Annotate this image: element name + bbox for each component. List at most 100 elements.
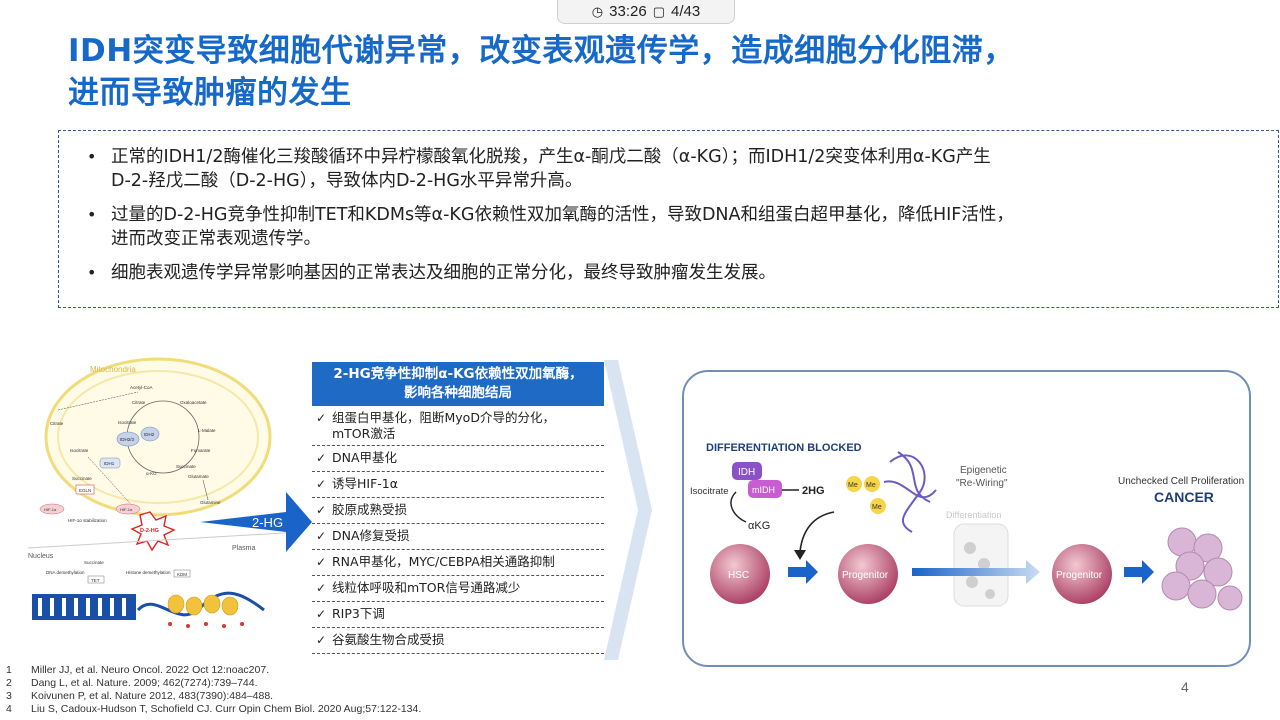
idh23-label: IDH2/3 — [120, 437, 135, 442]
citrate-label: Citrate — [132, 400, 146, 405]
hif-label: HIF-1α — [120, 507, 133, 512]
mitochondria-pathway-diagram: Mitochondria Acetyl-CoA Oxaloacetate L-M… — [28, 357, 300, 628]
check-icon: ✓ — [316, 633, 327, 647]
table-row: ✓线粒体呼吸和mTOR信号通路减少 — [312, 576, 604, 602]
cyto-succinate-label: Succinate — [72, 476, 92, 481]
check-icon: ✓ — [316, 503, 327, 517]
presentation-timer[interactable]: ◷ 33:26 ▢ 4/43 — [557, 0, 735, 24]
hif-blob — [115, 503, 141, 515]
protein-structure — [883, 451, 937, 533]
arrow-label: 2-HG — [252, 515, 283, 530]
nuc-succinate-label: Succinate — [84, 560, 104, 565]
differentiation-cells — [964, 542, 995, 599]
table-row: ✓RIP3下调 — [312, 602, 604, 628]
hif-stabilization-label: HIF-1α stabilization — [68, 518, 107, 523]
row-text: 诱导HIF-1α — [332, 476, 398, 491]
check-icon: ✓ — [316, 529, 327, 543]
outcomes-table: 2-HG竞争性抑制α-KG依赖性双加氧酶， 影响各种细胞结局 ✓组蛋白甲基化，阻… — [312, 362, 604, 654]
kdm-label: KDM — [177, 572, 187, 577]
pathway-arrow — [87, 456, 139, 513]
dna-rungs — [38, 598, 126, 616]
elapsed-time: 33:26 — [609, 3, 647, 20]
nucleus-label: Nucleus — [28, 553, 54, 560]
bullet-box: • 正常的IDH1/2酶催化三羧酸循环中异柠檬酸氧化脱羧，产生α-酮戊二酸（α-… — [58, 130, 1279, 308]
table-row: ✓ 谷氨酸生物合成受损 — [312, 628, 604, 654]
acetylcoa-label: Acetyl-CoA — [130, 385, 153, 390]
check-icon: ✓ — [316, 477, 327, 491]
slide-title-line2: 进而导致肿瘤的发生 — [68, 75, 352, 111]
bullet-item: • 过量的D-2-HG竞争性抑制TET和KDMs等α-KG依赖性双加氧酶的活性，… — [87, 203, 1258, 251]
cyto-citrate-label: Citrate — [50, 421, 64, 426]
epigenetic-label: Epigenetic — [960, 465, 1007, 476]
hif-blob — [39, 503, 65, 515]
egln-label: EGLN — [79, 488, 91, 493]
hsc-cell — [710, 544, 770, 604]
bullet-text: 过量的D-2-HG竞争性抑制TET和KDMs等α-KG依赖性双加氧酶的活性，导致… — [111, 205, 1014, 225]
check-icon: ✓ — [316, 581, 327, 595]
header-line: 影响各种细胞结局 — [404, 385, 512, 401]
reference-text: Miller JJ, et al. Neuro Oncol. 2022 Oct … — [31, 664, 270, 676]
bullet-item: • 细胞表观遗传学异常影响基因的正常表达及细胞的正常分化，最终导致肿瘤发生发展。 — [87, 261, 1258, 285]
progenitor-label: Progenitor — [842, 570, 889, 581]
progenitor-cell-2 — [1052, 544, 1112, 604]
check-icon: ✓ — [316, 607, 327, 621]
clock-icon: ◷ — [591, 4, 604, 19]
table-row: ✓DNA修复受损 — [312, 524, 604, 550]
blocked-differentiation-arrow — [912, 560, 1040, 584]
pathway-arrow — [202, 479, 209, 501]
row-text: RNA甲基化，MYC/CEBPA相关通路抑制 — [332, 554, 555, 569]
differentiation-diagram: DIFFERENTIATION BLOCKED IDH mIDH Isocitr… — [690, 442, 1244, 611]
chevron-shape — [604, 360, 652, 660]
unchecked-proliferation-label: Unchecked Cell Proliferation — [1118, 476, 1244, 487]
header-line: 2-HG竞争性抑制α-KG依赖性双加氧酶， — [333, 366, 583, 382]
row-text: 谷氨酸生物合成受损 — [332, 632, 445, 647]
midh-box — [748, 480, 782, 498]
reference-text: Liu S, Cadoux-Hudson T, Schofield CJ. Cu… — [31, 703, 422, 715]
differentiation-blocked-label: DIFFERENTIATION BLOCKED — [706, 442, 862, 454]
slide-title-line1: IDH突变导致细胞代谢异常，改变表观遗传学，造成细胞分化阻滞， — [68, 33, 1015, 69]
glutamate-label: Glutamate — [188, 474, 209, 479]
me-label: Me — [866, 482, 876, 489]
idh2-enzyme — [140, 426, 160, 442]
differentiation-label: Differentiation — [946, 510, 1001, 520]
bullet-dot: • — [87, 205, 97, 224]
bullet-text: 进而改变正常表观遗传学。 — [111, 229, 321, 249]
table-row: ✓组蛋白甲基化，阻断MyoD介导的分化，mTOR激活 — [312, 406, 604, 446]
rewiring-label: "Re-Wiring" — [956, 478, 1008, 489]
nuclear-membrane — [28, 531, 300, 549]
akg-label: αKG — [748, 520, 770, 532]
2hg-label: 2HG — [802, 485, 825, 497]
akg-label: α-KG — [146, 471, 157, 476]
reference-text: Dang L, et al. Nature. 2009; 462(7274):7… — [31, 677, 258, 689]
bullet-item: • 正常的IDH1/2酶催化三羧酸循环中异柠檬酸氧化脱羧，产生α-酮戊二酸（α-… — [87, 145, 1258, 193]
differentiation-panel: DIFFERENTIATION BLOCKED IDH mIDH Isocitr… — [682, 370, 1251, 667]
slide-icon: ▢ — [652, 4, 665, 19]
hsc-label: HSC — [728, 570, 749, 581]
isocitrate-label: Isocitrate — [118, 420, 137, 425]
table-row: ✓ RNA甲基化，MYC/CEBPA相关通路抑制 — [312, 550, 604, 576]
mitochondria-label: Mitochondria — [90, 365, 136, 374]
idh-box — [732, 462, 762, 480]
bullet-dot: • — [87, 147, 97, 166]
malate-label: L-Malate — [198, 428, 216, 433]
reference-number: 2 — [6, 677, 12, 689]
arrow-hsc-progenitor — [788, 560, 818, 584]
cancer-cell-cluster — [1161, 527, 1243, 611]
me-label: Me — [872, 504, 882, 511]
succinate-label: Succinate — [176, 464, 196, 469]
plasma-label: Plasma — [232, 545, 255, 552]
idh2-label: IDH2 — [144, 432, 155, 437]
bullet-text: 正常的IDH1/2酶催化三羧酸循环中异柠檬酸氧化脱羧，产生α-酮戊二酸（α-KG… — [111, 147, 991, 167]
bullet-text: D-2-羟戊二酸（D-2-HG），导致体内D-2-HG水平异常升高。 — [111, 171, 583, 191]
idh-label: IDH — [738, 467, 755, 478]
feedback-arrow — [799, 511, 835, 553]
bullet-dot: • — [87, 263, 97, 282]
tet-box — [87, 575, 105, 584]
check-icon: ✓ — [316, 555, 327, 569]
kdm-box — [173, 569, 191, 578]
table-row: ✓ 诱导HIF-1α — [312, 472, 604, 498]
d2hg-label: D-2-HG — [140, 528, 159, 534]
